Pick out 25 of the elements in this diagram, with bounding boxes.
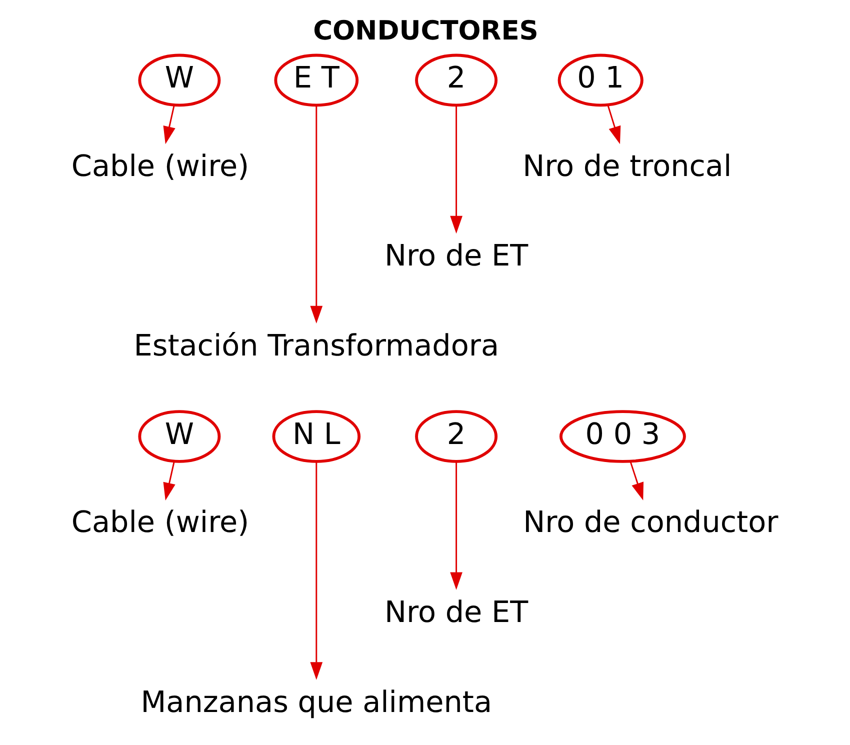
node-ellipse: N L xyxy=(272,410,361,463)
arrow xyxy=(310,462,323,680)
node-text: Manzanas que alimenta xyxy=(140,684,492,719)
node-ellipse: 2 xyxy=(415,410,498,463)
node-text: Nro de conductor xyxy=(523,505,778,540)
node-ellipse: 0 1 xyxy=(558,54,644,107)
node-ellipse: W xyxy=(138,410,221,463)
node-text: Nro de ET xyxy=(384,595,528,630)
node-text: Cable (wire) xyxy=(71,505,250,540)
arrow xyxy=(310,105,323,324)
arrow xyxy=(607,104,621,144)
node-text: Cable (wire) xyxy=(71,148,250,183)
node-ellipse: E T xyxy=(274,54,359,107)
node-text: Nro de ET xyxy=(384,238,528,273)
arrow xyxy=(163,104,176,144)
arrow xyxy=(450,105,462,234)
arrow xyxy=(163,461,176,500)
node-ellipse: 2 xyxy=(415,54,498,107)
diagram-title: CONDUCTORES xyxy=(313,16,538,47)
node-ellipse: W xyxy=(138,54,221,107)
arrow xyxy=(630,461,644,500)
node-text: Nro de troncal xyxy=(522,148,732,183)
node-ellipse: 0 0 3 xyxy=(559,410,686,463)
node-text: Estación Transformadora xyxy=(134,328,499,363)
arrow xyxy=(450,462,462,590)
